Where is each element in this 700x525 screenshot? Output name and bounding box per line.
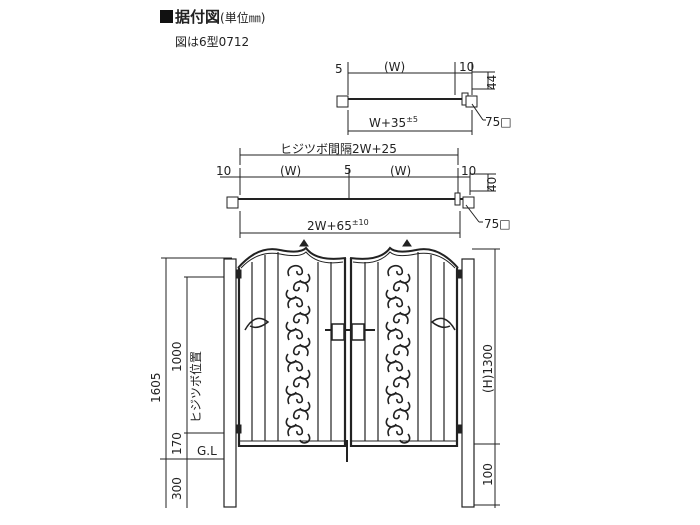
- gate-leaves: [235, 239, 463, 462]
- ground-clearance: 100: [481, 463, 495, 486]
- plan1-total: W+35±5: [369, 115, 418, 130]
- plan2-total: 2W+65±10: [307, 218, 369, 233]
- plan2-depth: 40: [485, 177, 499, 192]
- overall-height: 1605: [149, 372, 163, 403]
- plan2-leaf-left: (W): [280, 164, 301, 178]
- plan2-leaf-right: (W): [390, 164, 411, 178]
- scroll-curl: [392, 344, 409, 357]
- scroll-curl: [387, 264, 404, 277]
- plan-view-single: [336, 62, 495, 135]
- scroll-curl: [399, 433, 411, 444]
- scroll-curl: [292, 376, 309, 389]
- scroll-curl: [387, 296, 404, 309]
- scroll-curl: [292, 280, 309, 293]
- ground-level: G.L: [197, 444, 217, 458]
- unit-text: (単位㎜): [220, 11, 266, 25]
- plan1-post-size: 75□: [485, 115, 512, 129]
- plan1-depth: 44: [485, 75, 499, 90]
- plan1-right-gap: 10: [459, 60, 474, 74]
- scroll-curl: [299, 433, 311, 444]
- scroll-curl: [392, 376, 409, 389]
- plan-view-double: [220, 148, 496, 238]
- hinge-position-label: ヒジツボ位置: [188, 351, 203, 423]
- plan2-total-tolerance: ±10: [352, 218, 369, 227]
- scroll-curl: [387, 328, 404, 341]
- title-text: 据付図: [175, 8, 221, 26]
- plan2-post-size: 75□: [484, 217, 511, 231]
- scroll-curl: [392, 312, 409, 325]
- plan2-hinge-pitch: ヒジツボ間隔2W+25: [280, 142, 397, 156]
- scroll-curl: [387, 360, 404, 373]
- scroll-curl: [392, 408, 409, 421]
- hinge-height: 1000: [170, 341, 184, 372]
- plan2-left-gap: 10: [216, 164, 231, 178]
- scroll-curl: [387, 424, 404, 437]
- scroll-curl: [287, 424, 304, 437]
- scroll-curl: [292, 344, 309, 357]
- scroll-curl: [387, 392, 404, 405]
- scroll-curl: [287, 296, 304, 309]
- scroll-curl: [287, 328, 304, 341]
- elevation-dimensions: [160, 248, 500, 508]
- gate-height: (H)1300: [481, 344, 495, 393]
- page-title: 据付図(単位㎜): [160, 6, 265, 27]
- scroll-ornaments: [285, 264, 411, 444]
- elevation-posts: [223, 258, 475, 508]
- plan2-right-gap: 10: [461, 164, 476, 178]
- scroll-curl: [292, 312, 309, 325]
- embed-depth: 300: [170, 477, 184, 500]
- left-post: [223, 258, 237, 508]
- plan1-left-gap: 5: [335, 62, 343, 76]
- black-square-icon: [160, 10, 173, 23]
- plan1-total-value: W+35: [369, 116, 406, 130]
- scroll-curl: [392, 280, 409, 293]
- plan2-total-value: 2W+65: [307, 219, 352, 233]
- scroll-curl: [287, 392, 304, 405]
- scroll-curl: [287, 264, 304, 277]
- right-post: [461, 258, 475, 508]
- plan1-opening: (W): [384, 60, 405, 74]
- plan1-total-tolerance: ±5: [406, 115, 418, 124]
- scroll-curl: [287, 360, 304, 373]
- scroll-curl: [292, 408, 309, 421]
- plan2-center-gap: 5: [344, 163, 352, 177]
- lower-height: 170: [170, 432, 184, 455]
- figure-note: 図は6型0712: [175, 35, 250, 49]
